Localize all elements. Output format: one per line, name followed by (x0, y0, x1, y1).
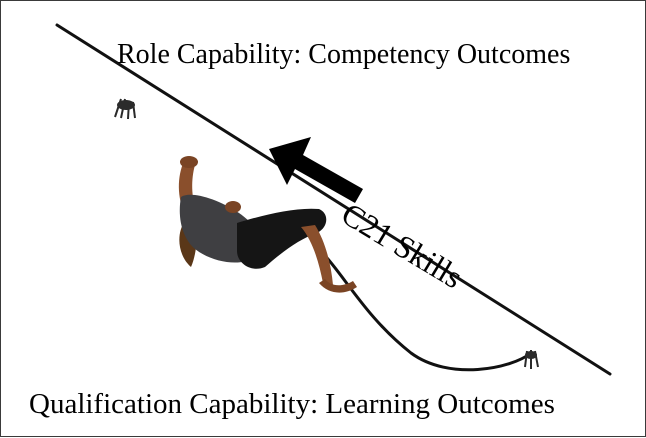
climber-figure (178, 156, 357, 293)
climber-leg (301, 225, 333, 285)
rope-fray-top (114, 98, 136, 120)
main-rope (55, 23, 612, 376)
hanging-rope-loop (317, 247, 532, 372)
rope-fray-bottom (524, 350, 539, 369)
arrow-up-left-icon (269, 137, 363, 203)
climber-foot (319, 279, 357, 293)
climber-hand (180, 156, 198, 168)
climber-hand-2 (225, 201, 241, 213)
top-caption: Role Capability: Competency Outcomes (117, 39, 571, 70)
climber-shorts (237, 208, 327, 269)
bottom-caption: Qualification Capability: Learning Outco… (29, 388, 555, 420)
